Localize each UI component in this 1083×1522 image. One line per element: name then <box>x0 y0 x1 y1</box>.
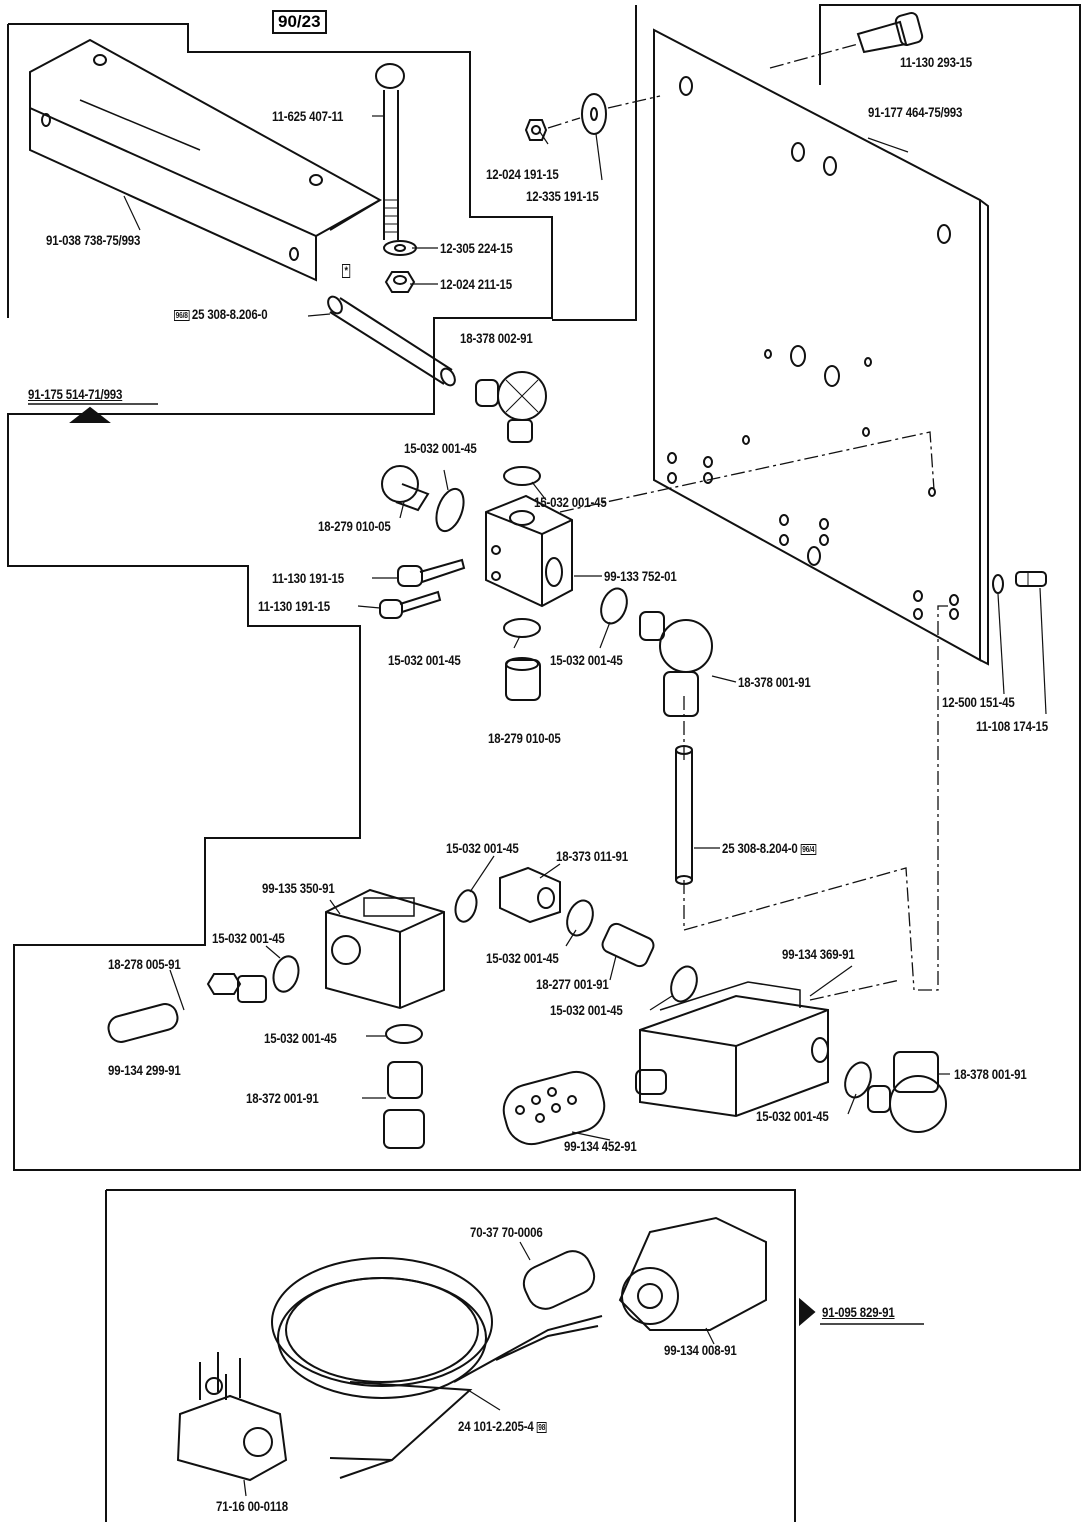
strainer-99-134-452 <box>498 1066 610 1150</box>
arrow-marker <box>72 408 108 422</box>
o-ring <box>563 897 598 939</box>
part-label: 15-032 001-45 <box>212 930 285 946</box>
part-label: 11-130 293-15 <box>900 54 972 70</box>
part-label: 70-37 70-0006 <box>470 1224 543 1240</box>
part-label: 15-032 001-45 <box>550 652 623 668</box>
part-label: 15-032 001-45 <box>534 494 607 510</box>
o-ring <box>431 485 469 535</box>
nut <box>386 272 414 292</box>
part-label: 91-177 464-75/993 <box>868 104 963 120</box>
o-ring <box>504 619 540 637</box>
part-label: 11-625 407-11 <box>272 108 344 124</box>
nut-12-024 <box>526 120 546 140</box>
part-label: 12-500 151-45 <box>942 694 1015 710</box>
o-ring <box>504 467 540 485</box>
o-ring <box>270 954 302 995</box>
elbow-fitting-bottom <box>868 1052 946 1132</box>
reference-box: 90/23 <box>272 10 327 34</box>
bracket <box>30 40 380 280</box>
elbow-fitting-right <box>640 612 712 716</box>
part-label: 11-130 191-15 <box>258 598 330 614</box>
part-label: 15-032 001-45 <box>486 950 559 966</box>
fitting-18-372 <box>384 1062 424 1148</box>
ref-label: 91-175 514-71/993 <box>28 386 123 402</box>
part-label: 18-378 001-91 <box>738 674 811 690</box>
part-label: 18-279 010-05 <box>488 730 561 746</box>
part-label: 18-378 001-91 <box>954 1066 1027 1082</box>
fitting-18-373 <box>500 868 560 922</box>
part-label: 18-373 011-91 <box>556 848 628 864</box>
washer <box>384 241 416 255</box>
o-ring <box>452 888 480 924</box>
screws-block <box>380 560 464 618</box>
sleeve-70-37 <box>518 1245 600 1314</box>
coil-housing <box>326 890 444 1008</box>
part-label: 18-277 001-91 <box>536 976 609 992</box>
part-label: 18-278 005-91 <box>108 956 181 972</box>
ref-tag: 96/8 <box>174 309 190 321</box>
bolt-long <box>376 64 404 240</box>
star-tag: * <box>342 264 351 278</box>
ref-label: 91-095 829-91 <box>822 1304 895 1320</box>
part-label: 15-032 001-45 <box>550 1002 623 1018</box>
tube-upper <box>325 294 457 388</box>
wiring-boundary <box>106 1190 795 1522</box>
part-label: 15-032 001-45 <box>446 840 519 856</box>
part-label: 15-032 001-45 <box>756 1108 829 1124</box>
part-label: 11-108 174-15 <box>976 718 1048 734</box>
screw-right <box>1016 572 1046 586</box>
solenoid-valve <box>636 982 828 1116</box>
part-label: 99-134 008-91 <box>664 1342 737 1358</box>
ref-tag: 96/4 <box>800 843 817 855</box>
part-label: 99-133 752-01 <box>604 568 677 584</box>
part-label: 12-024 191-15 <box>486 166 559 182</box>
part-label: 18-378 002-91 <box>460 330 533 346</box>
part-label: 99-134 369-91 <box>782 946 855 962</box>
fitting-18-278 <box>208 974 266 1002</box>
part-label: 15-032 001-45 <box>388 652 461 668</box>
part-label: 99-134 452-91 <box>564 1138 637 1154</box>
part-label: 11-130 191-15 <box>272 570 344 586</box>
part-label: 12-305 224-15 <box>440 240 513 256</box>
cable-coil <box>272 1258 602 1478</box>
o-ring <box>597 585 632 627</box>
part-label: 99-135 350-91 <box>262 880 335 896</box>
elbow-fitting-top <box>476 372 546 442</box>
o-ring <box>841 1059 876 1101</box>
part-label: 71-16 00-0118 <box>216 1498 288 1514</box>
arrow-marker <box>800 1300 814 1324</box>
silencer-99-134-299 <box>106 1001 180 1044</box>
part-label: 25 308-8.204-0 96/4 <box>722 840 817 856</box>
connector-99-134-008 <box>620 1218 766 1330</box>
part-label: 18-372 001-91 <box>246 1090 319 1106</box>
tube-lower <box>676 746 692 884</box>
screw-top-right <box>858 12 924 52</box>
part-label: 12-024 211-15 <box>440 276 512 292</box>
fitting-18-277 <box>600 921 656 968</box>
right-boundary <box>820 5 1080 700</box>
part-label: 24 101-2.205-4 98 <box>458 1418 547 1434</box>
part-label: 99-134 299-91 <box>108 1062 181 1078</box>
ref-tag: 98 <box>536 1421 547 1433</box>
valve-block <box>486 496 572 606</box>
part-label: 18-279 010-05 <box>318 518 391 534</box>
o-ring <box>667 963 702 1005</box>
mounting-plate <box>654 30 988 664</box>
socket-71-16 <box>178 1352 286 1480</box>
washer-12-335 <box>582 94 606 134</box>
part-label: 15-032 001-45 <box>264 1030 337 1046</box>
top-right-boundary <box>552 5 636 320</box>
part-label: 15-032 001-45 <box>404 440 477 456</box>
plug-bottom <box>506 658 540 700</box>
part-label: 12-335 191-15 <box>526 188 599 204</box>
part-label: 91-038 738-75/993 <box>46 232 141 248</box>
plug-top <box>382 466 428 510</box>
o-ring <box>386 1025 422 1043</box>
assembly-boundary <box>8 24 1080 1170</box>
